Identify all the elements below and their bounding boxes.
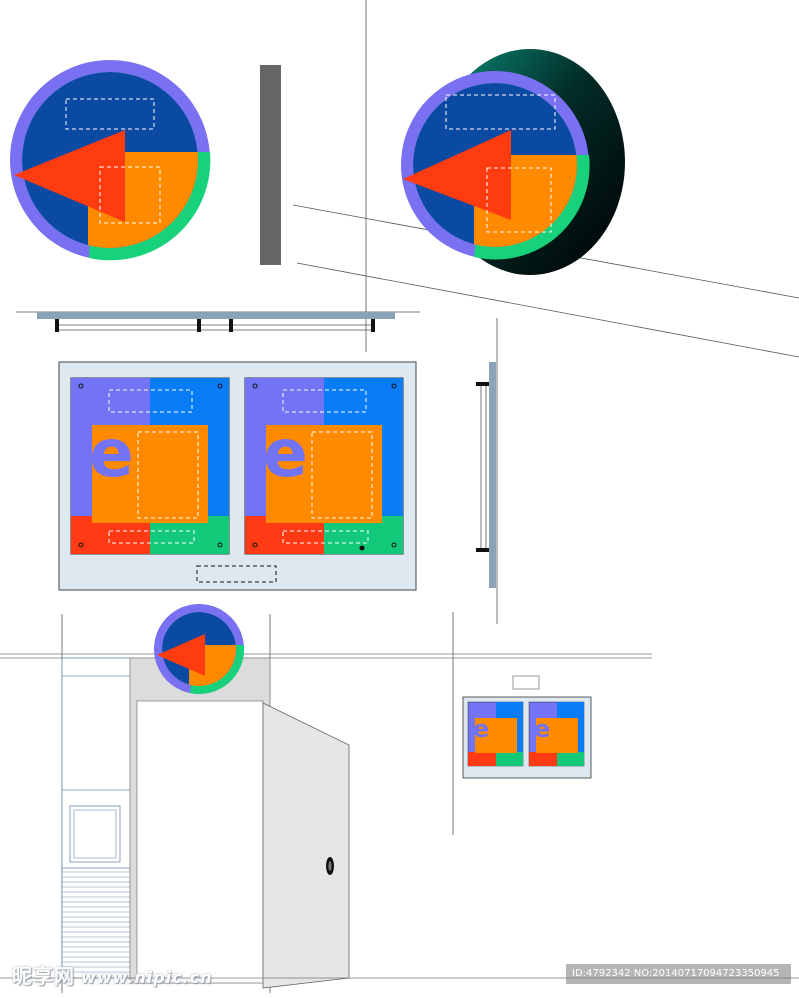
display-board-small: e e [462, 675, 592, 779]
arrow-left-icon [14, 130, 125, 222]
svg-text:e: e [473, 715, 489, 743]
letter-e-mark: e [89, 415, 134, 492]
board-top-view [37, 312, 395, 332]
board-panel-2: e [244, 377, 404, 555]
door-leaf [262, 702, 350, 989]
watermark-site: 昵享网 www.nipic.cn [12, 960, 213, 989]
round-sign-perspective [401, 49, 625, 275]
watermark-site-url: www.nipic.cn [81, 968, 213, 987]
watermark-image-info: ID:4792342 NO:20140717094723350945 [566, 964, 791, 984]
round-sign-front [10, 60, 211, 261]
display-board-side-view [476, 362, 496, 588]
display-board-front: e e [58, 361, 417, 591]
svg-text:e: e [534, 715, 550, 743]
watermark-site-cn: 昵享网 [12, 964, 75, 988]
door-opening [136, 700, 264, 984]
round-sign-small [154, 604, 245, 694]
entrance-scene: e e [0, 604, 799, 989]
wall-pillar [61, 657, 131, 979]
round-sign-side-view [260, 65, 281, 265]
arrow-left-icon [157, 634, 205, 676]
board-panel-1: e [70, 377, 230, 555]
arrow-left-icon [403, 130, 511, 220]
letter-e-mark: e [263, 415, 308, 492]
